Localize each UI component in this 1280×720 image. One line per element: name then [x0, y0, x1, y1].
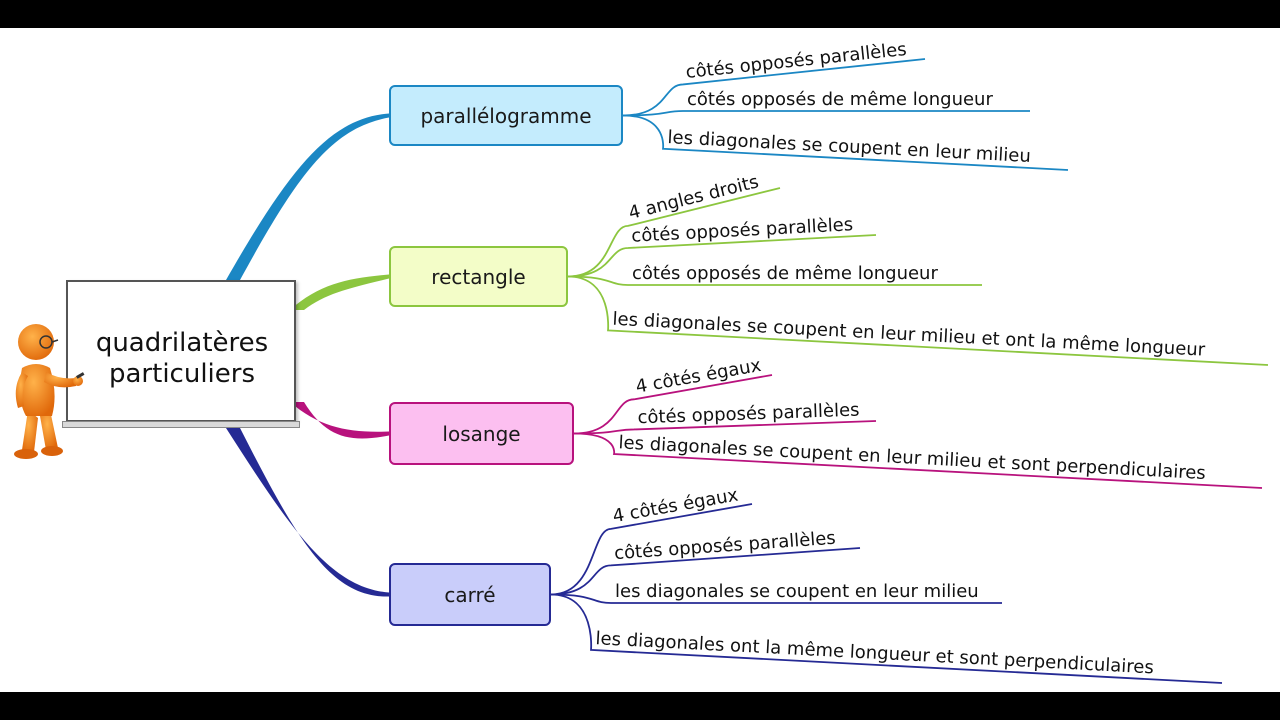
branch-node-label: rectangle [431, 264, 526, 289]
leaf-line [622, 114, 1069, 171]
leaf-text: côtés opposés parallèles [637, 400, 860, 429]
leaf-text: côtés opposés de même longueur [687, 89, 993, 110]
mind-map-links: côtés opposés parallèles côtés opposés de… [226, 39, 1269, 684]
leaf-text: les diagonales se coupent en leur milieu [667, 127, 1031, 167]
leaf-line [550, 593, 1223, 684]
leaf-text: 4 côtés égaux [634, 355, 763, 398]
leaf-line [567, 275, 982, 286]
leaf-text: les diagonales se coupent en leur milieu [615, 581, 979, 602]
central-topic-line1: quadrilatères [95, 328, 269, 358]
branch-node-label: carré [444, 582, 496, 607]
leaf-line [567, 275, 1269, 366]
branch-node-0[interactable]: parallélogramme [389, 85, 623, 146]
leaf-text: côtés opposés de même longueur [632, 263, 938, 284]
branch-node-label: parallélogramme [420, 103, 592, 128]
leaf-line [573, 432, 1263, 489]
leaf-line [550, 593, 1002, 604]
central-whiteboard [66, 280, 296, 422]
leaf-text: côtés opposés parallèles [613, 528, 836, 564]
leaf-text: les diagonales ont la même longueur et s… [595, 628, 1154, 678]
leaf-line [622, 110, 1030, 117]
leaf-line [550, 547, 861, 596]
central-topic: quadrilatères particuliers [72, 328, 292, 390]
leaf-line [567, 234, 877, 278]
leaf-line [573, 374, 773, 435]
central-topic-line2: particuliers [109, 359, 255, 389]
teacher-at-board-icon [14, 324, 85, 459]
branch-node-label: losange [442, 421, 521, 446]
branch-connector-3 [226, 428, 389, 597]
whiteboard-ledge [62, 421, 300, 428]
leaf-text: côtés opposés parallèles [685, 39, 908, 83]
branch-connector-2 [290, 402, 389, 439]
branch-connector-0 [226, 113, 389, 280]
leaf-line [622, 58, 926, 117]
branch-node-1[interactable]: rectangle [389, 246, 568, 307]
branch-node-3[interactable]: carré [389, 563, 551, 626]
branch-connector-1 [290, 274, 389, 310]
mind-map-canvas: côtés opposés parallèles côtés opposés de… [0, 28, 1280, 692]
leaf-line [550, 503, 753, 596]
leaf-line [567, 187, 781, 278]
leaf-text: 4 côtés égaux [611, 484, 740, 527]
branch-node-2[interactable]: losange [389, 402, 574, 465]
